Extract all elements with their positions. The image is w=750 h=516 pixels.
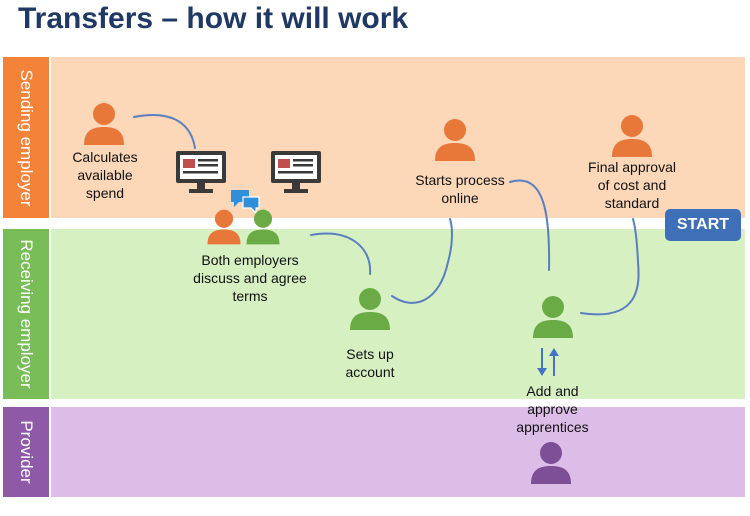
monitor-icon bbox=[271, 151, 321, 193]
connector-discuss-to-setup bbox=[310, 232, 372, 275]
lane-label-provider: Provider bbox=[3, 407, 49, 497]
step-starts-caption: Starts process online bbox=[415, 172, 505, 206]
connector-starts-to-add bbox=[509, 179, 551, 271]
chat-bubbles-icon bbox=[231, 190, 260, 214]
person-icon bbox=[246, 209, 280, 245]
start-badge: START bbox=[665, 209, 741, 241]
person-icon bbox=[84, 103, 124, 145]
person-icon bbox=[531, 442, 571, 484]
lane-sending-employer: Sending employer bbox=[3, 57, 745, 218]
connector-setup-to-starts bbox=[391, 218, 453, 304]
person-icon bbox=[350, 288, 390, 330]
step-add-caption: Add and approve apprentices bbox=[516, 383, 589, 435]
lane-body-receiving bbox=[51, 229, 745, 399]
connector-add-to-final bbox=[580, 218, 640, 316]
step-discuss-caption: Both employers discuss and agree terms bbox=[193, 252, 307, 304]
lane-body-provider bbox=[51, 407, 745, 497]
person-icon bbox=[435, 119, 475, 161]
lane-label-sending: Sending employer bbox=[3, 57, 49, 218]
lane-provider: Provider bbox=[3, 407, 745, 497]
monitor-icon bbox=[176, 151, 226, 193]
person-icon bbox=[207, 209, 241, 245]
lane-body-sending bbox=[51, 57, 745, 218]
step-final-caption: Final approval of cost and standard bbox=[588, 159, 676, 211]
page-title: Transfers – how it will work bbox=[18, 2, 409, 35]
lane-label-receiving: Receiving employer bbox=[3, 229, 49, 399]
lane-receiving-employer: Receiving employer bbox=[3, 229, 745, 399]
up-down-arrows-icon bbox=[537, 348, 559, 376]
connector-calculates-to-monitor bbox=[133, 114, 196, 149]
person-icon bbox=[533, 296, 573, 338]
step-setup-caption: Sets up account bbox=[345, 346, 395, 380]
person-icon bbox=[612, 115, 652, 157]
step-calculates-caption: Calculates available spend bbox=[72, 149, 138, 201]
